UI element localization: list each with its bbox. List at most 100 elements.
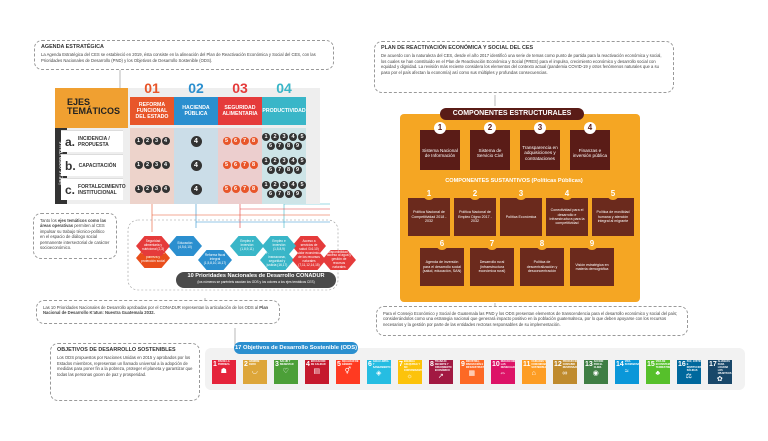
ods-label: FIN DE LA POBREZA <box>217 360 230 366</box>
policy-number: 3 <box>515 188 527 200</box>
eje-dot: 8 <box>249 185 258 193</box>
priority-hex: Valor económico de los recursos naturale… <box>292 250 326 270</box>
ods-label: ACCIÓN POR EL CLIMA <box>593 360 604 369</box>
ods-number: 8 <box>430 361 434 368</box>
matrix-row-label: b.CAPACITACIÓN <box>61 154 123 176</box>
ejes-note-strong: ejes temáticos como las áreas operativas <box>40 218 107 229</box>
plan-title: PLAN DE REACTIVACIÓN ECONÓMICA Y SOCIAL … <box>381 45 534 51</box>
eje-dot: 2 <box>143 185 152 193</box>
priority-hex: Empleo e inversión (1,8,9,11) <box>230 236 264 256</box>
matrix-row-label: c.FORTALECIMIENTO INSTITUCIONAL <box>61 178 126 200</box>
eje-dot: 4 <box>190 183 202 195</box>
ejes-title: EJES TEMÁTICOS <box>67 97 120 116</box>
ods-banner: 17 Objetivos de Desarrollo Sostenible (O… <box>234 342 358 354</box>
ods-number: 3 <box>275 361 279 368</box>
ejes-note: Tanto los ejes temáticos como las áreas … <box>33 213 117 259</box>
policy-number: 5 <box>607 188 619 200</box>
eje-dot: 6 <box>231 137 240 145</box>
pnd-note-text: Las 10 Prioridades Nacionales de Desarro… <box>43 305 260 310</box>
estructurales-title: COMPONENTES ESTRUCTURALES <box>440 108 584 120</box>
ods-icon: ↗ <box>437 372 444 380</box>
eje-dot: 2 <box>271 180 279 189</box>
eje-dot: 6 <box>266 165 275 174</box>
ods-number: 12 <box>554 361 562 368</box>
eje-dot: 3 <box>152 137 161 145</box>
row-letter: b. <box>65 158 76 173</box>
ods-label: CIUDADES Y COMUNIDADES SOSTENIBLES <box>531 360 546 369</box>
eje-dot: 8 <box>284 189 293 198</box>
policy-number: 4 <box>561 188 573 200</box>
estructural-number: 3 <box>534 122 546 134</box>
conadur-banner: 10 Prioridades Nacionales de Desarrollo … <box>176 272 336 288</box>
ods-label: AGUA LIMPIA Y SANEAMIENTO <box>372 360 391 369</box>
eje-dot: 7 <box>275 189 284 198</box>
priority-hex: Empleo e inversión (1,5,8,9) <box>262 236 296 256</box>
agenda-title: AGENDA ESTRATÉGICA <box>41 44 104 50</box>
policy-label: Política Económica <box>505 214 537 219</box>
ods-number: 15 <box>647 361 655 368</box>
ods-number: 9 <box>461 361 465 368</box>
eje-dot: 4 <box>161 137 170 145</box>
eje-dot: 7 <box>240 137 249 145</box>
policy-number: 8 <box>536 238 548 250</box>
eje-dot: 1 <box>134 137 143 145</box>
eje-dot: 8 <box>284 165 293 174</box>
eje-dot: 9 <box>293 165 302 174</box>
ods-icon: ♡ <box>282 368 289 375</box>
column-number: 01 <box>144 80 160 96</box>
eje-dot: 7 <box>240 185 249 193</box>
ods-icon: ▤ <box>313 368 321 375</box>
ods-label: IGUALDAD DE GÉNERO <box>341 360 359 366</box>
eje-dot: 7 <box>275 165 284 174</box>
ods-number: 16 <box>678 361 686 368</box>
ods-note: OBJETIVOS DE DESARROLLO SOSTENIBLES Los … <box>50 343 200 401</box>
priority-hex: Reforma fiscal integral (1,5,8,10,16,17) <box>198 250 232 270</box>
eje-dot: 7 <box>240 161 249 169</box>
matrix-row-label: a.INCIDENCIA / PROPUESTA <box>61 130 123 152</box>
estructural-number: 1 <box>434 122 446 134</box>
ods-number: 4 <box>306 361 310 368</box>
policy-number: 2 <box>469 188 481 200</box>
ces-note: Para el Consejo Económico y Social de Gu… <box>376 306 688 336</box>
row-letter: a. <box>65 134 76 149</box>
ejes-note-pre: Tanto los <box>40 218 58 223</box>
policy-label: Política de descentralización y desconce… <box>526 260 558 274</box>
eje-dot: 1 <box>262 156 270 165</box>
ods-label: PRODUCCIÓN Y CONSUMO RESPONSABLES <box>562 360 577 369</box>
ods-tile-12: 12PRODUCCIÓN Y CONSUMO RESPONSABLES∞ <box>553 360 577 384</box>
policy-label: Agenda de inversión para el desarrollo s… <box>422 260 462 274</box>
conadur-title: 10 Prioridades Nacionales de Desarrollo … <box>187 273 325 279</box>
ods-label: ALIANZAS PARA LOGRAR LOS OBJETIVOS <box>717 360 732 375</box>
eje-dot: 6 <box>231 185 240 193</box>
eje-dot: 2 <box>271 132 279 141</box>
eje-dot: 5 <box>298 180 306 189</box>
pnd-note: Las 10 Prioridades Nacionales de Desarro… <box>36 300 280 324</box>
eje-dot: 3 <box>152 185 161 193</box>
policy-number: 7 <box>486 238 498 250</box>
